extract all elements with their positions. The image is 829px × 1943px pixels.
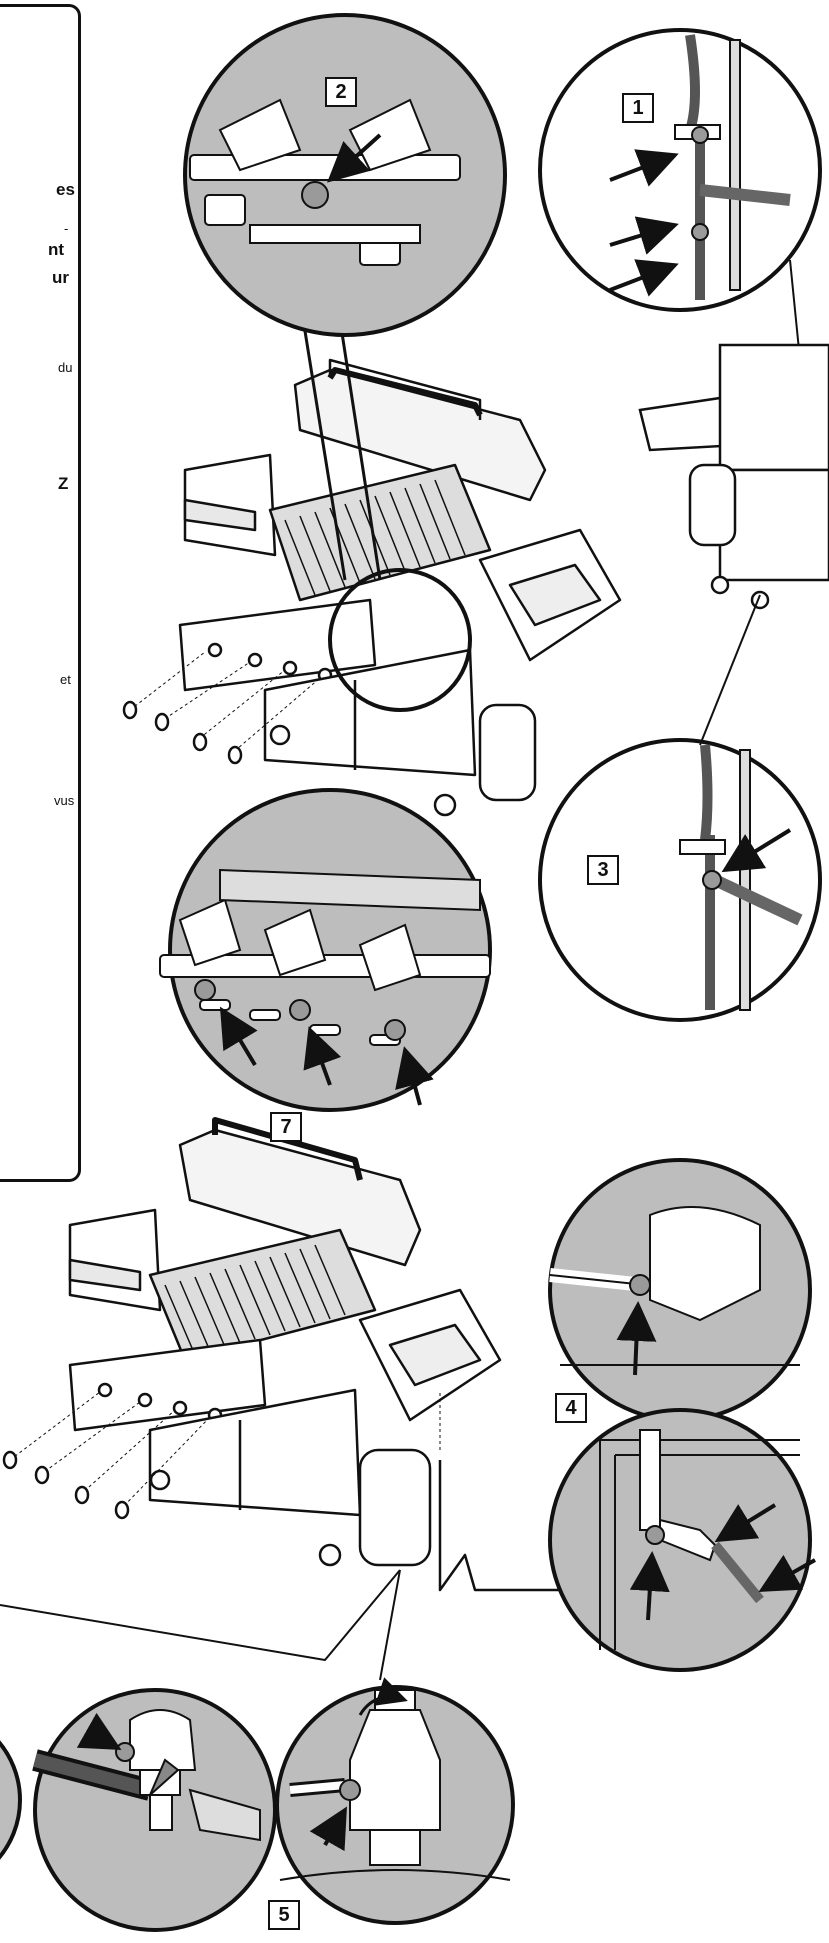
panel-text-fragment: nt	[48, 240, 65, 259]
grill-side-illustration	[638, 343, 829, 610]
panel-text-fragment: vus	[54, 793, 75, 808]
step-label-3: 3	[587, 855, 619, 885]
instruction-panel	[0, 4, 81, 1182]
step-label-5: 5	[268, 1900, 300, 1930]
detail-circle-5-middle	[32, 1688, 277, 1932]
detail-circle-4-top	[548, 1158, 812, 1422]
panel-text-fragment: -	[64, 221, 69, 236]
panel-text-fragment: et	[60, 672, 71, 687]
panel-text-fragment: ur	[52, 268, 69, 287]
detail-circle-2	[183, 13, 507, 337]
step-label-4: 4	[555, 1393, 587, 1423]
panel-text-fragment: es	[56, 180, 75, 199]
panel-text-fragment: Z	[58, 474, 69, 493]
grill-bottom-illustration	[0, 1117, 565, 1681]
detail-circle-5-left	[0, 1740, 22, 1860]
detail-circle-4-bottom	[548, 1408, 816, 1672]
step-label-7: 7	[270, 1112, 302, 1142]
detail-circle-7	[159, 788, 492, 1112]
detail-circle-5-right	[275, 1677, 515, 1925]
panel-text-fragment: du	[58, 360, 73, 375]
detail-circle-1	[538, 28, 822, 561]
grill-top-illustration	[122, 299, 622, 817]
step-label-1: 1	[622, 93, 654, 123]
detail-circle-3	[538, 594, 822, 1022]
step-label-2: 2	[325, 77, 357, 107]
